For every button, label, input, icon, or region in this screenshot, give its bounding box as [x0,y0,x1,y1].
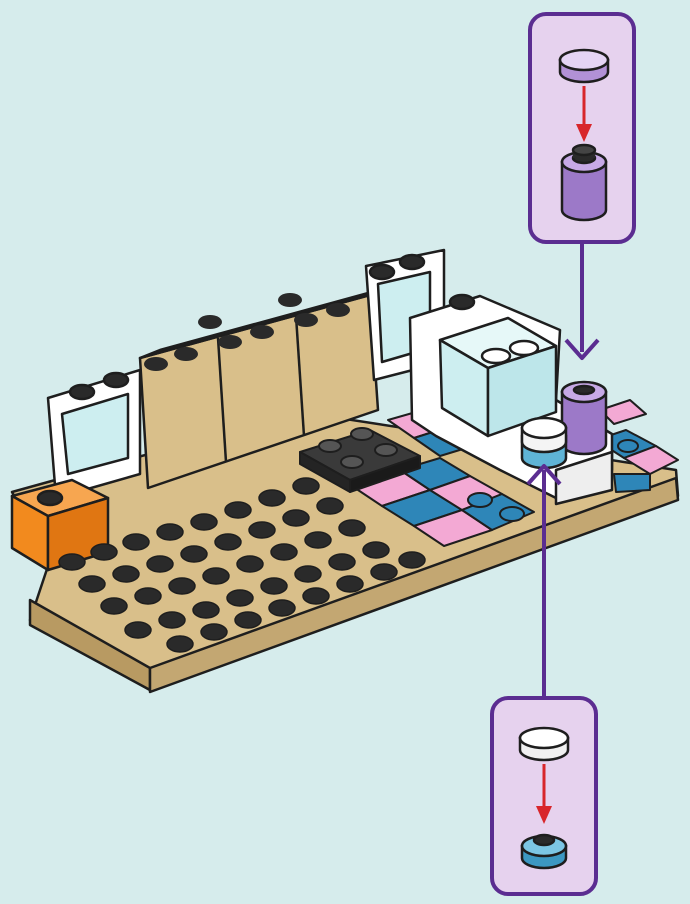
lavender-round-brick [560,380,608,456]
black-2x2-plate [299,427,421,493]
orange-brick [10,478,110,572]
tan-wall-studs [144,293,350,371]
callout-top [528,12,636,244]
lavender-round-brick-icon [560,143,608,222]
floor-studs [58,477,426,653]
glass-display-case [438,316,558,438]
lavender-round-tile-icon [558,48,610,84]
blue-round-plate-icon [520,833,568,870]
left-window-frame [46,368,142,500]
callout-bottom-connector [526,464,562,698]
red-arrow-down-icon [536,764,552,824]
callout-bottom [490,696,598,896]
white-round-tile-icon [518,726,570,762]
red-arrow-down-icon [576,86,592,142]
callout-top-connector [564,242,600,360]
white-round-stack [520,416,568,470]
